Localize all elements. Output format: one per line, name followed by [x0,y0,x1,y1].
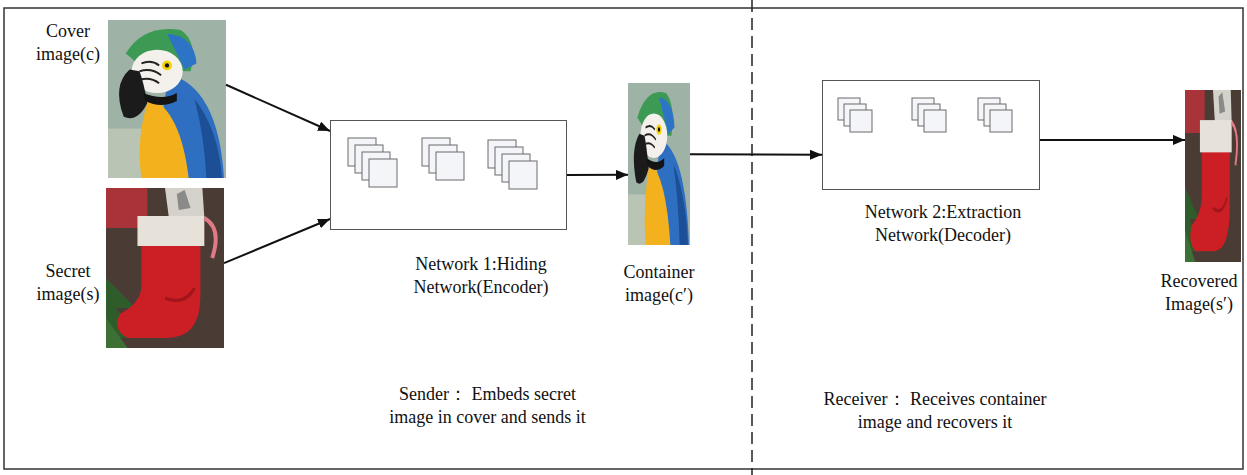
flow-arrow [690,153,822,156]
secret-picture [106,188,224,348]
node-label: Network 2:Extraction Network(Decoder) [853,201,1033,248]
layer-icons [348,98,1012,189]
outer-frame [4,8,1243,469]
image-node: Container image(c′) [628,83,690,245]
network-box: Network 2:Extraction Network(Decoder) [822,80,1040,190]
role-note: Receiver： Receives container image and r… [815,388,1055,435]
node-label: Network 1:Hiding Network(Encoder) [401,253,561,300]
image-node: Secret image(s) [34,188,224,348]
node-label: Container image(c′) [609,261,709,308]
divider-line [751,0,753,475]
node-label: Recovered Image(s′) [1157,270,1241,317]
image-node: Recovered Image(s′) [1185,90,1241,262]
node-label: Cover image(c) [34,20,102,67]
cover-picture [108,20,226,178]
label-slot: Receiver： Receives container image and r… [815,388,1055,435]
recovered-picture [1185,90,1241,262]
label-slot: Sender： Embeds secret image in cover and… [385,383,590,430]
flow-arrow [1040,139,1185,141]
flow-arrow [226,85,330,131]
flow-arrow [224,219,330,263]
image-node: Cover image(c) [34,20,226,178]
node-label: Secret image(s) [34,260,102,307]
role-note: Sender： Embeds secret image in cover and… [385,383,590,430]
container-picture [628,83,690,245]
flow-arrow [567,174,628,176]
network-box: Network 1:Hiding Network(Encoder) [330,120,567,230]
